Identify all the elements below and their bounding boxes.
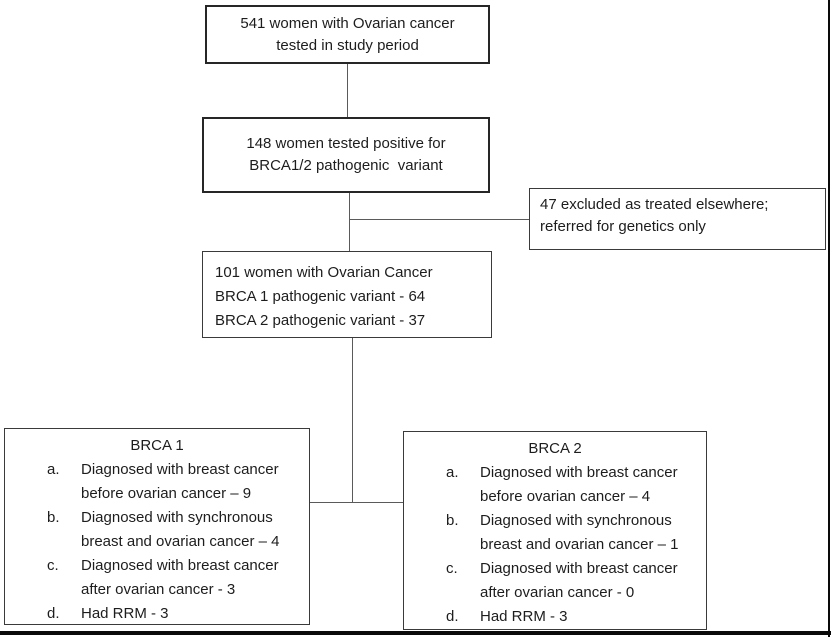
box-line: 148 women tested positive for [246,135,446,152]
list-item-text: after ovarian cancer - 0 [480,584,635,601]
box-line: referred for genetics only [540,218,706,235]
box-line: 47 excluded as treated elsewhere; [540,196,769,213]
box-brca1-outcomes: BRCA 1 a. Diagnosed with breast cancer b… [4,428,310,625]
list-item: b. Diagnosed with synchronous breast and… [5,506,309,554]
list-item-text: Diagnosed with breast cancer [480,464,678,481]
box-line: tested in study period [276,36,419,54]
bottom-frame-line [0,631,831,635]
box-line: BRCA1/2 pathogenic variant [249,157,443,174]
box-cohort: 101 women with Ovarian Cancer BRCA 1 pat… [202,251,492,338]
brca2-title: BRCA 2 [528,440,582,457]
list-item: b. Diagnosed with synchronous breast and… [404,509,706,557]
box-line: 541 women with Ovarian cancer [240,14,455,32]
list-item-text: breast and ovarian cancer – 1 [480,536,679,553]
list-item-text: Diagnosed with synchronous [480,512,672,529]
list-item-text: Had RRM - 3 [81,605,169,622]
list-item-letter: b. [446,512,459,529]
box-line: 101 women with Ovarian Cancer [215,264,433,281]
list-item-text: Diagnosed with breast cancer [480,560,678,577]
box-line: BRCA 1 pathogenic variant - 64 [215,288,426,305]
box-excluded: 47 excluded as treated elsewhere; referr… [529,188,826,250]
brca1-title: BRCA 1 [130,437,184,454]
connector-total-to-positive [347,64,348,117]
list-item: a. Diagnosed with breast cancer before o… [5,458,309,506]
connector-bottom-join [310,502,404,503]
list-item-text: before ovarian cancer – 4 [480,488,651,505]
list-item: d. Had RRM - 3 [404,605,706,629]
list-item-text: Had RRM - 3 [480,608,568,625]
list-item-letter: a. [47,461,60,478]
list-item-text: breast and ovarian cancer – 4 [81,533,280,550]
list-item: c. Diagnosed with breast cancer after ov… [5,554,309,602]
list-item-letter: c. [47,557,59,574]
list-item-text: after ovarian cancer - 3 [81,581,236,598]
box-brca2-outcomes: BRCA 2 a. Diagnosed with breast cancer b… [403,431,707,630]
box-tested-total: 541 women with Ovarian cancer tested in … [205,5,490,64]
list-item-letter: c. [446,560,458,577]
list-item-letter: d. [47,605,60,622]
list-item: d. Had RRM - 3 [5,602,309,626]
list-item-letter: b. [47,509,60,526]
connector-excluded-branch [349,219,530,220]
box-tested-positive: 148 women tested positive for BRCA1/2 pa… [202,117,490,193]
list-item: c. Diagnosed with breast cancer after ov… [404,557,706,605]
connector-cohort-down [352,338,353,503]
list-item-text: Diagnosed with breast cancer [81,461,279,478]
list-item: a. Diagnosed with breast cancer before o… [404,461,706,509]
list-item-text: Diagnosed with synchronous [81,509,273,526]
list-item-letter: d. [446,608,459,625]
right-frame-line [828,0,830,637]
connector-positive-to-cohort [349,193,350,251]
list-item-text: Diagnosed with breast cancer [81,557,279,574]
list-item-letter: a. [446,464,459,481]
list-item-text: before ovarian cancer – 9 [81,485,252,502]
box-line: BRCA 2 pathogenic variant - 37 [215,312,426,329]
